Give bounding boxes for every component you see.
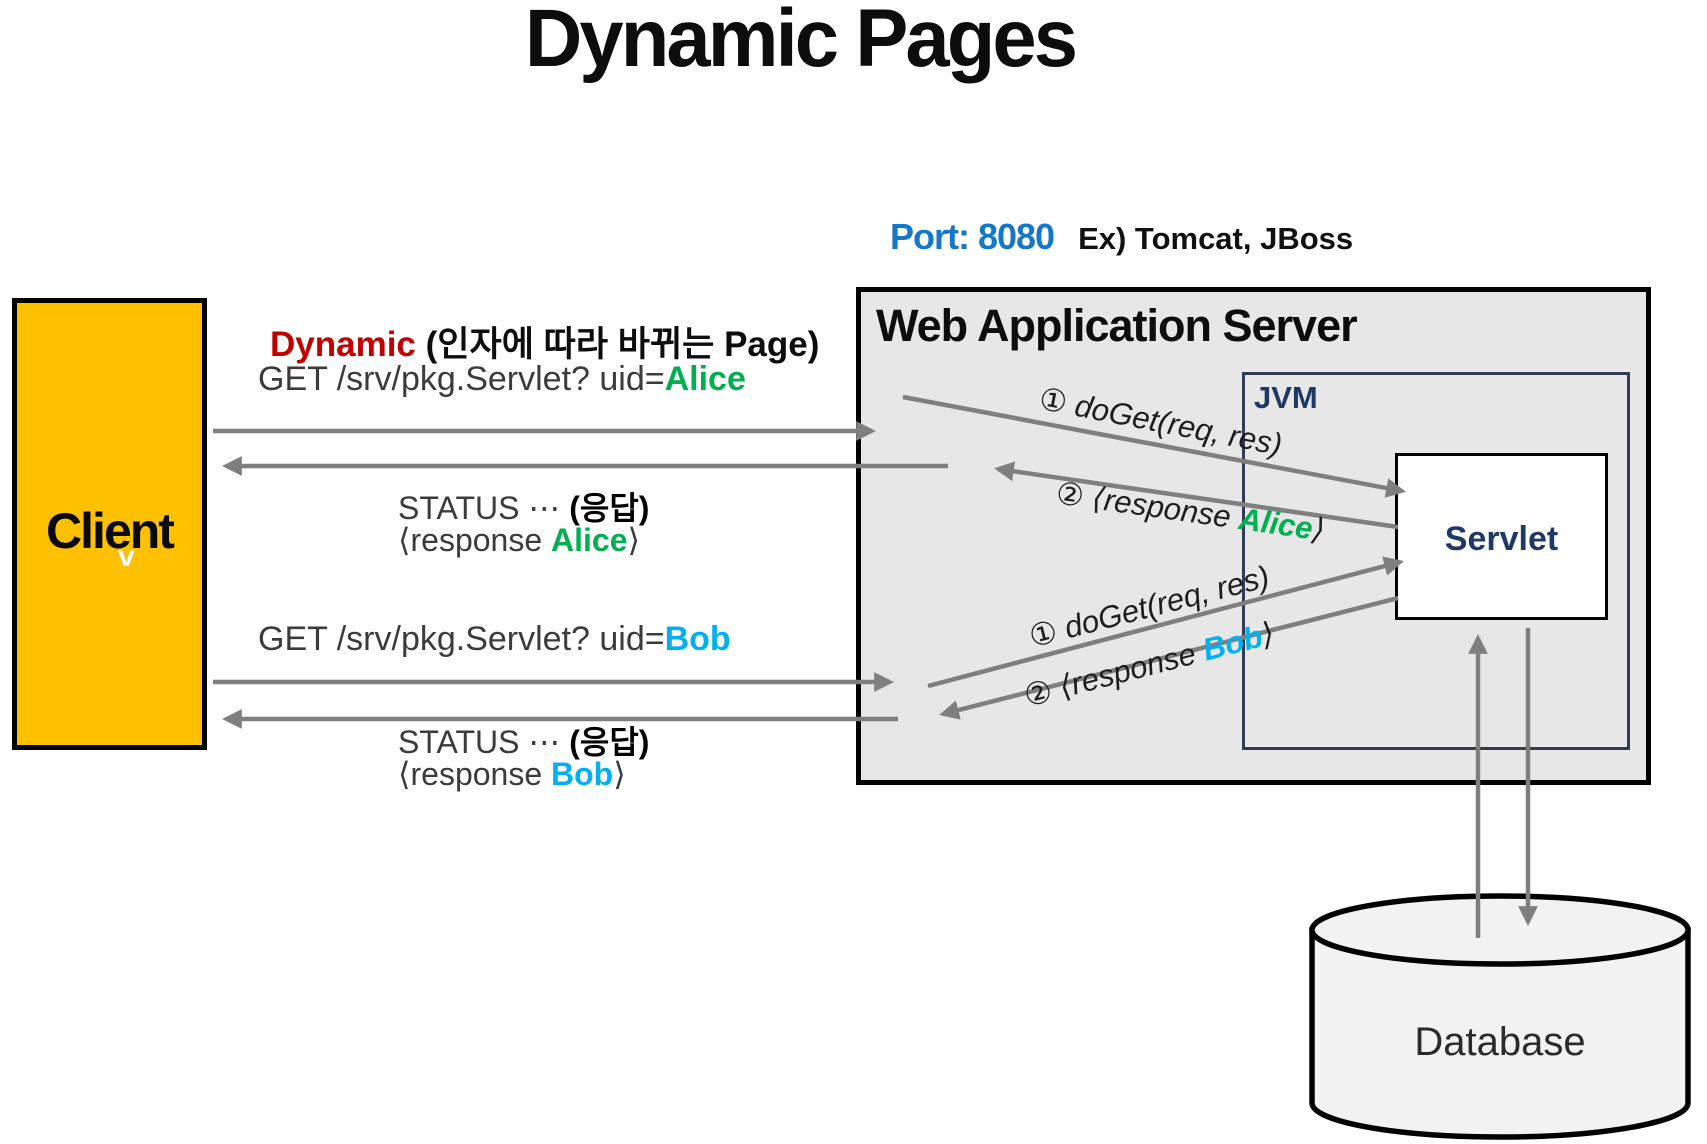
response-suffix-alice: ⟩ bbox=[627, 522, 640, 558]
response-suffix-bob: ⟩ bbox=[613, 756, 626, 792]
request-user-bob: Bob bbox=[664, 620, 731, 658]
database-label: Database bbox=[1414, 1020, 1586, 1064]
database-cylinder-top bbox=[1309, 893, 1691, 967]
dynamic-note: (인자에 따라 바뀌는 Page) bbox=[425, 325, 820, 364]
response-line-alice: ⟨response Alice⟩ bbox=[398, 521, 640, 559]
servlet-box bbox=[1395, 453, 1608, 620]
web-application-server-title: Web Application Server bbox=[876, 300, 1358, 351]
response-prefix-bob: ⟨response bbox=[398, 756, 552, 792]
dynamic-tagline: Dynamic (인자에 따라 바뀌는 Page) bbox=[270, 316, 819, 367]
server-examples-label: Ex) Tomcat, JBoss bbox=[1078, 221, 1354, 256]
status-text-bob: STATUS ⋯ bbox=[398, 724, 570, 760]
dynamic-keyword: Dynamic bbox=[270, 325, 416, 364]
request-user-alice: Alice bbox=[664, 360, 746, 398]
response-prefix-alice: ⟨response bbox=[398, 522, 552, 558]
port-line: Port: 8080 Ex) Tomcat, JBoss bbox=[890, 216, 1353, 258]
request-prefix-alice: GET /srv/pkg.Servlet? uid= bbox=[258, 360, 665, 398]
response-user-alice: Alice bbox=[551, 522, 628, 558]
client-stray-char: v bbox=[118, 540, 135, 573]
status-korean-alice: (응답) bbox=[569, 490, 650, 526]
servlet-label: Servlet bbox=[1444, 520, 1559, 558]
status-korean-bob: (응답) bbox=[569, 724, 650, 760]
response-user-bob: Bob bbox=[551, 756, 614, 792]
port-label: Port: 8080 bbox=[890, 216, 1055, 257]
request-prefix-bob: GET /srv/pkg.Servlet? uid= bbox=[258, 620, 665, 658]
client-box bbox=[12, 298, 207, 750]
request-line-bob: GET /srv/pkg.Servlet? uid=Bob bbox=[258, 620, 731, 659]
status-line-bob: STATUS ⋯ (응답) bbox=[398, 717, 649, 763]
request-line-alice: GET /srv/pkg.Servlet? uid=Alice bbox=[258, 360, 746, 399]
jvm-label: JVM bbox=[1254, 380, 1318, 415]
status-text-alice: STATUS ⋯ bbox=[398, 490, 570, 526]
response-line-bob: ⟨response Bob⟩ bbox=[398, 755, 626, 793]
client-label: Client bbox=[46, 503, 175, 559]
page-title: Dynamic Pages bbox=[524, 0, 1078, 84]
status-line-alice: STATUS ⋯ (응답) bbox=[398, 483, 649, 529]
